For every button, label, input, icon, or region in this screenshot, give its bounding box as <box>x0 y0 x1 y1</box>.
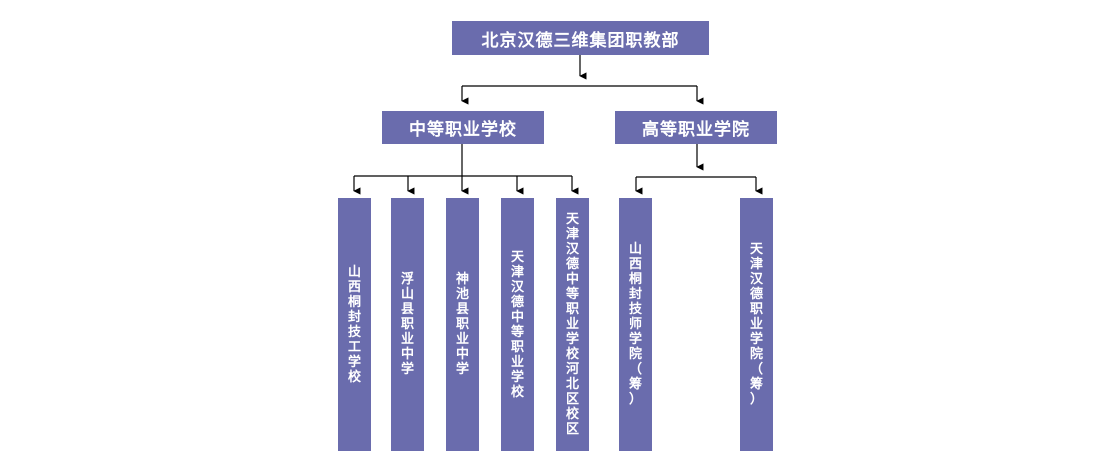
school-label: 浮山县职业中学 <box>400 272 414 377</box>
secondary-vocational-node: 中等职业学校 <box>382 111 544 144</box>
college-label: 山西桐封技师学院（筹） <box>628 242 642 407</box>
college-node-shanxi-tongfeng-technician: 山西桐封技师学院（筹） <box>619 198 652 451</box>
school-node-shenchi-vocational: 神池县职业中学 <box>446 198 479 451</box>
root-node-label: 北京汉德三维集团职教部 <box>481 30 680 51</box>
root-node: 北京汉德三维集团职教部 <box>452 21 709 55</box>
college-label: 天津汉德职业学院（筹） <box>749 242 763 407</box>
college-node-tianjin-hande-vocational: 天津汉德职业学院（筹） <box>740 198 773 451</box>
higher-vocational-label: 高等职业学院 <box>642 120 750 140</box>
school-label: 神池县职业中学 <box>455 272 469 377</box>
school-node-fushan-vocational: 浮山县职业中学 <box>391 198 424 451</box>
secondary-vocational-label: 中等职业学校 <box>409 120 517 140</box>
school-label: 山西桐封技工学校 <box>347 264 361 385</box>
school-node-shanxi-tongfeng-technical: 山西桐封技工学校 <box>338 198 371 451</box>
school-node-tianjin-hande-secondary: 天津汉德中等职业学校 <box>501 198 534 451</box>
school-label: 天津汉德中等职业学校 <box>510 249 524 400</box>
higher-vocational-node: 高等职业学院 <box>615 111 777 144</box>
school-label: 天津汉德中等职业学校河北区校区 <box>565 212 579 437</box>
school-node-tianjin-hande-hebei-campus: 天津汉德中等职业学校河北区校区 <box>556 198 589 451</box>
